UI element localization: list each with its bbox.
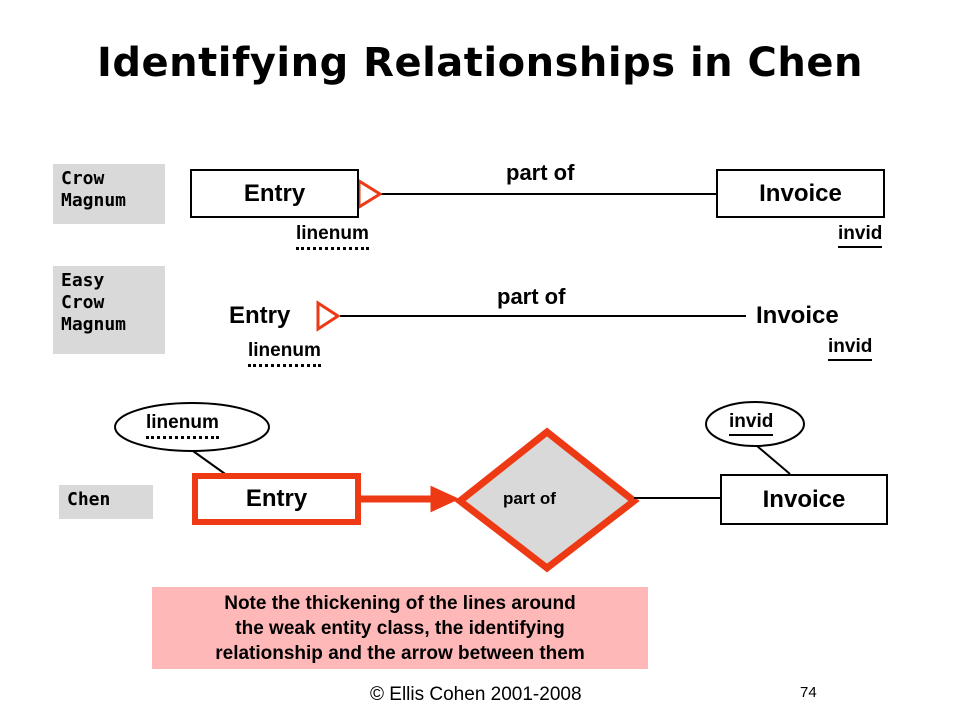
attr-invid: invid xyxy=(729,411,774,436)
attr-linenum: linenum xyxy=(146,412,219,439)
copyright-footer: © Ellis Cohen 2001-2008 xyxy=(370,684,582,705)
label-chen: Chen xyxy=(59,485,153,519)
chen-arrow-head xyxy=(430,485,460,513)
chen-invid-connector xyxy=(756,445,791,475)
entity-entry: Entry xyxy=(229,302,291,329)
attr-invid: invid xyxy=(838,223,883,248)
entity-invoice-label: Invoice xyxy=(762,485,846,513)
entity-entry: Entry xyxy=(190,169,359,218)
note-line: Note the thickening of the lines around xyxy=(224,593,576,614)
note-box: Note the thickening of the lines around … xyxy=(152,587,648,669)
easy-identifying-triangle xyxy=(316,300,341,332)
crow-identifying-triangle xyxy=(357,178,383,210)
attr-linenum: linenum xyxy=(296,223,369,250)
label-easy-crow-magnum: Easy Crow Magnum xyxy=(53,266,165,354)
note-line: the weak entity class, the identifying xyxy=(235,618,565,639)
page-title: Identifying Relationships in Chen xyxy=(96,40,863,86)
note-line: relationship and the arrow between them xyxy=(215,643,585,664)
weak-entity-entry: Entry xyxy=(192,473,361,525)
entity-invoice-label: Invoice xyxy=(759,179,842,207)
chen-linenum-connector xyxy=(192,450,229,477)
attr-invid: invid xyxy=(828,336,873,361)
relationship-label: part of xyxy=(506,160,575,185)
identifying-relationship-label: part of xyxy=(503,489,556,508)
entity-entry-label: Entry xyxy=(243,179,306,207)
chen-linenum-ellipse xyxy=(114,402,270,452)
entity-invoice: Invoice xyxy=(720,474,888,525)
weak-entity-entry-label: Entry xyxy=(245,485,308,512)
attr-linenum: linenum xyxy=(248,340,321,367)
label-crow-magnum: Crow Magnum xyxy=(53,164,165,224)
page-number: 74 xyxy=(800,684,817,701)
entity-invoice: Invoice xyxy=(716,169,885,218)
entity-invoice: Invoice xyxy=(756,302,839,329)
relationship-label: part of xyxy=(497,284,566,309)
chen-identifying-diamond xyxy=(454,427,640,573)
